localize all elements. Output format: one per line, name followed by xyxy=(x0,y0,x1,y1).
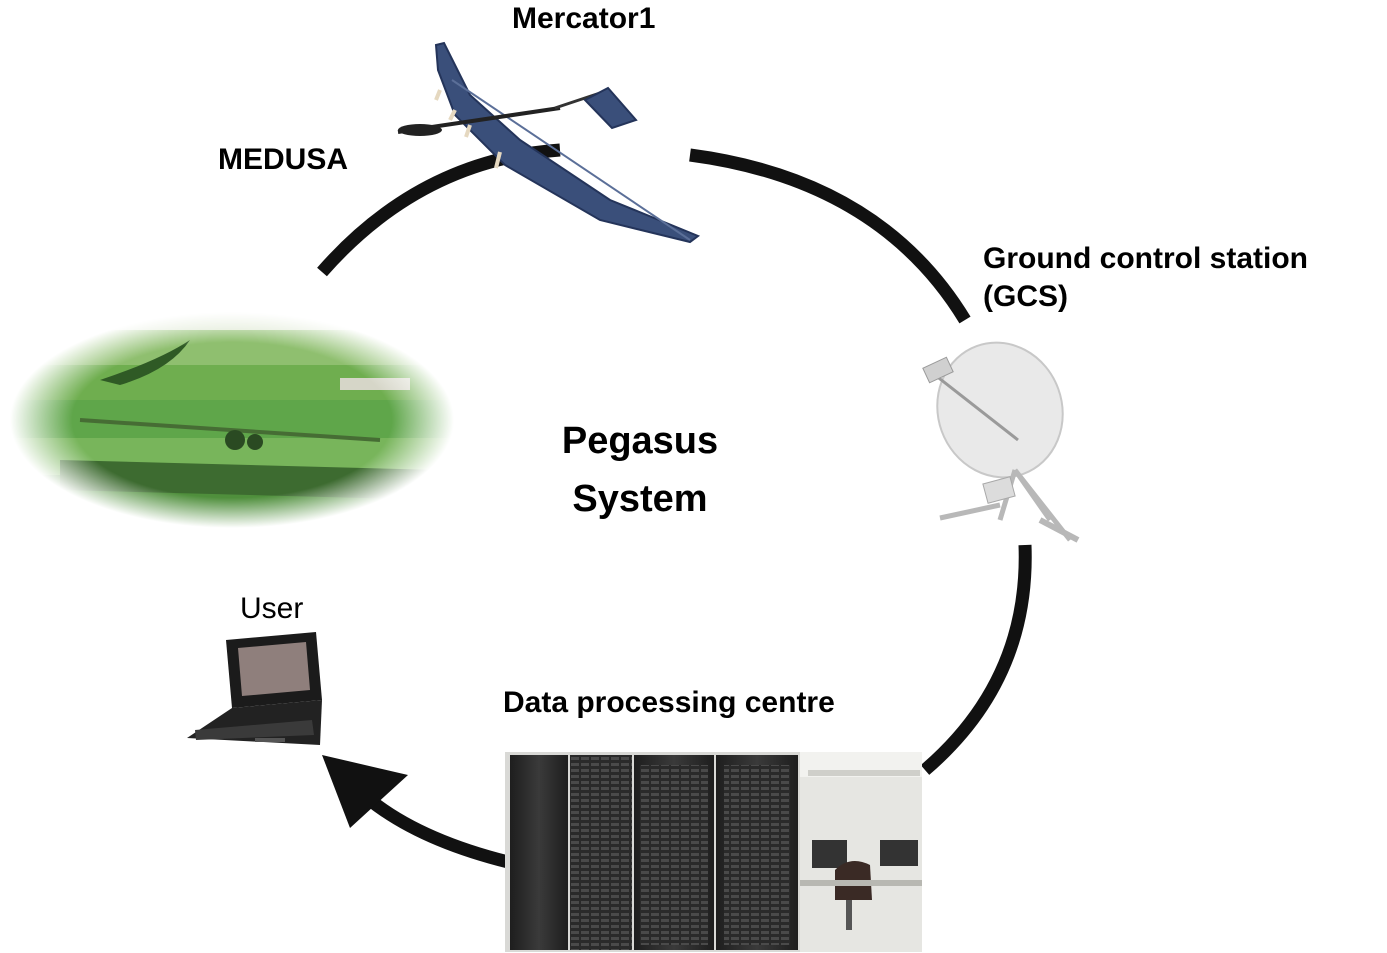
label-mercator1: Mercator1 xyxy=(512,2,656,35)
label-data-processing-centre: Data processing centre xyxy=(503,686,835,719)
satellite-dish-icon xyxy=(922,341,1080,543)
server-room-image xyxy=(505,752,922,952)
landscape-image xyxy=(10,310,455,530)
label-gcs-line2: (GCS) xyxy=(983,280,1068,313)
arc-dpc-to-user xyxy=(365,794,510,869)
arc-uav-to-gcs-right xyxy=(689,148,971,324)
label-user: User xyxy=(240,592,304,625)
arrowhead-to-user xyxy=(322,755,408,828)
label-medusa: MEDUSA xyxy=(218,143,349,176)
label-gcs-line1: Ground control station xyxy=(983,242,1308,275)
label-ground-control-station: Ground control station (GCS) xyxy=(983,240,1308,316)
solar-uav-icon xyxy=(397,41,701,244)
label-pegasus-system: Pegasus System xyxy=(520,412,760,528)
arc-gcs-to-dpc xyxy=(920,544,1032,775)
label-center-line1: Pegasus xyxy=(561,420,719,462)
label-center-line2: System xyxy=(572,478,708,520)
laptop-icon xyxy=(187,632,322,745)
